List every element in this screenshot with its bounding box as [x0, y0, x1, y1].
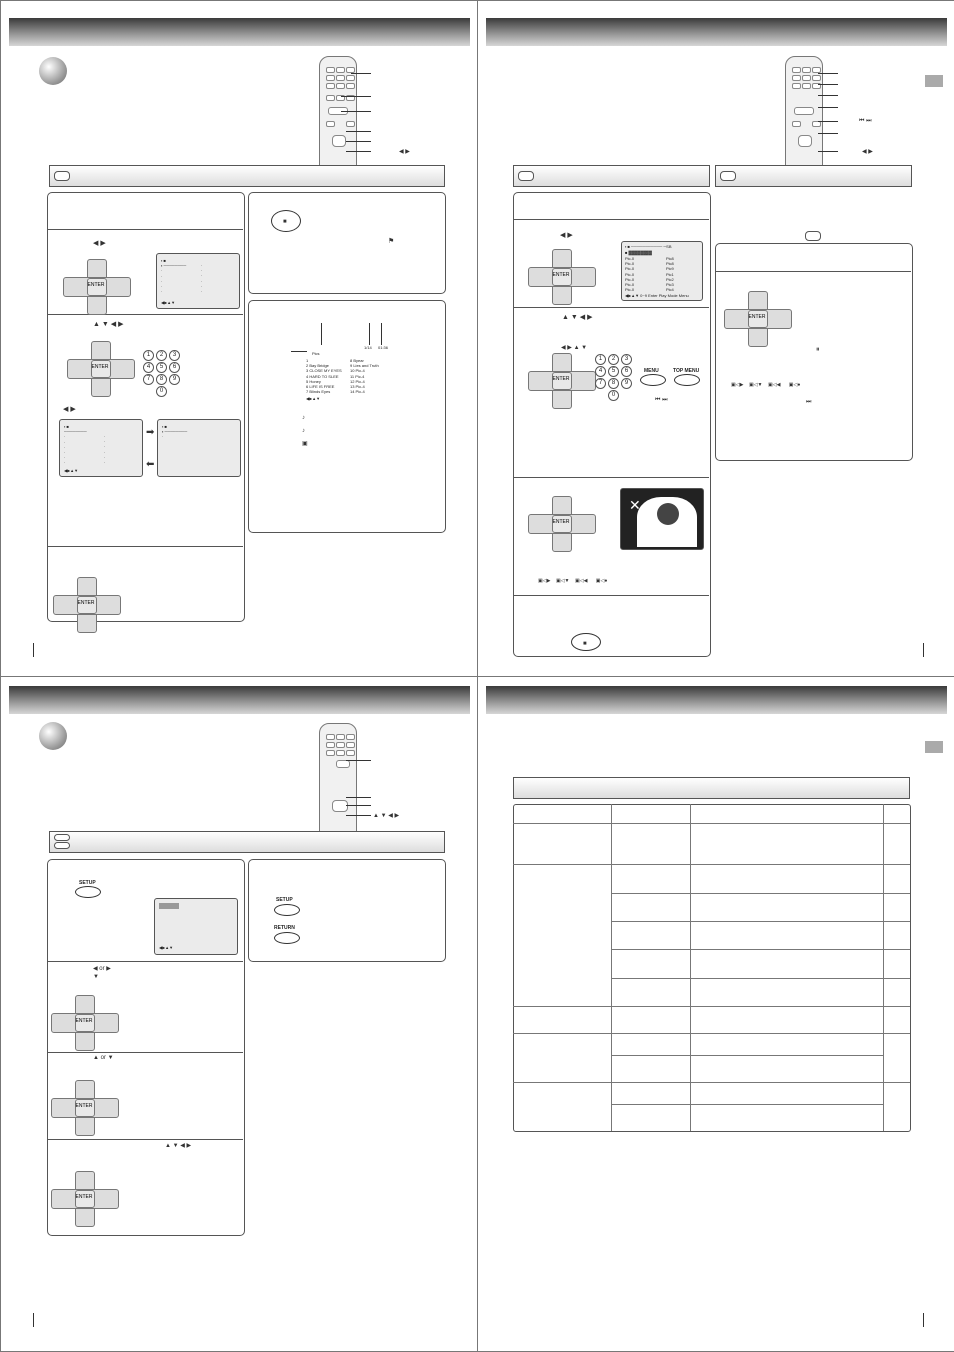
page-number-mark — [923, 1313, 924, 1327]
section-tab — [925, 75, 943, 87]
number-button-1[interactable]: 1 — [595, 354, 606, 365]
step2-down: ▼ — [93, 974, 99, 980]
settings-table — [513, 804, 911, 1132]
karaoke-image: ✕ — [620, 488, 704, 550]
remote-control-illustration — [785, 56, 823, 166]
audio-steps-box — [715, 243, 913, 461]
next-icon: ⏭ — [806, 399, 812, 405]
wma-icon: ♪ — [302, 428, 305, 434]
setup-menu-screen: ◀▶▲▼ — [154, 898, 238, 955]
page-header — [486, 686, 947, 714]
section-title-bar-right — [715, 165, 912, 187]
remote-arrows-label: ▲ ▼ ◀ ▶ — [373, 813, 400, 819]
disc-type-badge — [54, 171, 70, 181]
step3-arrows: ▲ or ▼ — [93, 1055, 114, 1061]
skip-icon: ⏮ ⏭ — [655, 397, 668, 403]
step2-arrows: ◀ ▶ — [560, 232, 573, 239]
audio-channel-icons: ▣◁▶ ▣◁▼ ▣◁◀ ▣◁● — [538, 578, 608, 584]
page-header — [9, 686, 470, 714]
step3-arrows: ▲ ▼ ◀ ▶ — [93, 321, 124, 328]
number-button-2[interactable]: 2 — [608, 354, 619, 365]
step4-arrows: ▲ ▼ ◀ ▶ — [165, 1143, 192, 1149]
return-button-label: RETURN — [274, 925, 295, 931]
arrow-right-icon: ➡ — [146, 427, 155, 438]
step2-arrows: ◀ or ▶ — [93, 966, 111, 972]
step3-lr: ◀ ▶ — [63, 406, 76, 413]
page-bottom-left: ▲ ▼ ◀ ▶ SETUP ◀▶▲▼ ◀ or ▶ ▼ ENTER ▲ or ▼… — [0, 676, 479, 1352]
flag-icon: ⚑ — [388, 238, 395, 245]
remote-lr-label: ◀ ▶ — [862, 149, 873, 155]
folder-screen-1: ▪ ■▪ ────────····· ······ ◀▶▲▼ — [156, 253, 240, 309]
folder-screen-2: ▪ ■────────······ ······ ◀▶▲▼ — [59, 419, 143, 477]
table-title-bar — [513, 777, 910, 799]
setup-button[interactable] — [75, 886, 101, 898]
arrow-left-icon: ⬅ — [146, 459, 155, 470]
stop-button[interactable]: ■ — [571, 633, 601, 651]
step3-arrows: ▲ ▼ ◀ ▶ — [562, 314, 593, 321]
screen-info-box — [248, 300, 446, 533]
section-title-bar — [49, 165, 445, 187]
stop-button[interactable]: ■ — [271, 210, 301, 232]
number-button-6[interactable]: 6 — [169, 362, 180, 373]
number-button-7[interactable]: 7 — [143, 374, 154, 385]
number-button-7[interactable]: 7 — [595, 378, 606, 389]
folder-screen-3: ▪ ■▪ ────────· — [157, 419, 241, 477]
page-header — [486, 18, 947, 46]
mp3-icon: ♪ — [302, 415, 305, 421]
page-header — [9, 18, 470, 46]
audio-channel-icons: ▣◁▶ ▣◁▼ ▣◁◀ ▣◁● — [731, 382, 801, 388]
number-button-3[interactable]: 3 — [621, 354, 632, 365]
section-title-bar — [49, 831, 445, 853]
number-button-1[interactable]: 1 — [143, 350, 154, 361]
top-menu-button-label: TOP MENU — [673, 368, 700, 374]
number-button-4[interactable]: 4 — [143, 362, 154, 373]
section-title-bar-left — [513, 165, 710, 187]
remote-lr-label: ◀ ▶ — [399, 149, 410, 155]
menu-button-label: MENU — [644, 368, 659, 374]
step2-arrows: ◀ ▶ — [93, 240, 106, 247]
number-button-4[interactable]: 4 — [595, 366, 606, 377]
disc-type-badge — [54, 834, 70, 841]
number-button-9[interactable]: 9 — [621, 378, 632, 389]
number-button-9[interactable]: 9 — [169, 374, 180, 385]
disc-type-badge — [518, 171, 534, 181]
page-number-mark — [33, 1313, 34, 1327]
return-box — [248, 859, 446, 962]
setup-button[interactable] — [274, 904, 300, 916]
page-top-right: ⏮ ⏭ ◀ ▶ ◀ ▶ ENTER ▪ ■ ─────────── ─SB ■ … — [477, 0, 954, 677]
number-button-8[interactable]: 8 — [608, 378, 619, 389]
number-button-2[interactable]: 2 — [156, 350, 167, 361]
info-screen: 1/14 01:36 Pics 1 2 Bay Bridge 3 CLOSE M… — [306, 345, 389, 401]
setup-button-label: SETUP — [276, 897, 293, 903]
disc-type-badge — [805, 231, 821, 241]
pause-icon: ⏸ — [816, 346, 820, 353]
step3-sub-arrows: ◀ ▶ ▲ ▼ — [561, 345, 588, 351]
number-button-0[interactable]: 0 — [608, 390, 619, 401]
number-button-6[interactable]: 6 — [621, 366, 632, 377]
section-tab — [925, 741, 943, 753]
stop-box — [248, 192, 446, 294]
remote-control-illustration — [319, 723, 357, 833]
page-number-mark — [33, 643, 34, 657]
section-bullet-icon — [39, 57, 67, 85]
number-button-3[interactable]: 3 — [169, 350, 180, 361]
section-bullet-icon — [39, 722, 67, 750]
disc-type-badge — [720, 171, 736, 181]
number-button-8[interactable]: 8 — [156, 374, 167, 385]
page-number-mark — [923, 643, 924, 657]
page-top-left: ◀ ▶ ◀ ▶ ENTER ▪ ■▪ ────────····· ······ … — [0, 0, 479, 677]
setup-button-label: SETUP — [79, 880, 96, 886]
remote-skip-label: ⏮ ⏭ — [859, 118, 872, 124]
page-bottom-right — [477, 676, 954, 1352]
number-button-5[interactable]: 5 — [608, 366, 619, 377]
number-button-0[interactable]: 0 — [156, 386, 167, 397]
menu-button[interactable] — [640, 374, 666, 386]
jpeg-icon: ▣ — [302, 441, 308, 447]
top-menu-button[interactable] — [674, 374, 700, 386]
disc-type-badge — [54, 842, 70, 849]
return-button[interactable] — [274, 932, 300, 944]
number-button-5[interactable]: 5 — [156, 362, 167, 373]
